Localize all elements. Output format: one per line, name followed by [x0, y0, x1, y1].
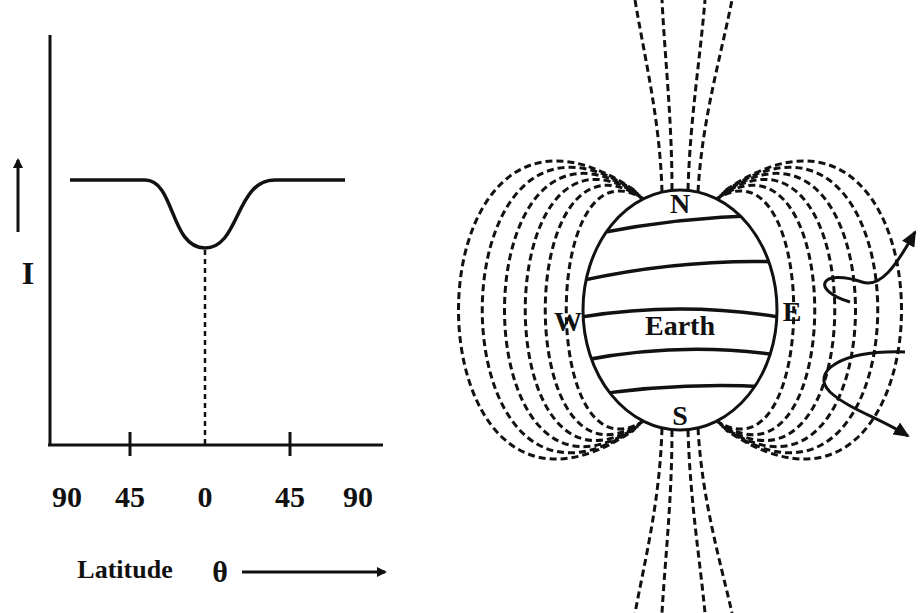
latitude-bands	[575, 215, 785, 398]
pole-label: S	[672, 402, 688, 430]
tick-label: 45	[275, 482, 305, 512]
axis-label: I	[22, 257, 34, 289]
tick-label: 90	[343, 482, 373, 512]
tick-label: 90	[52, 482, 82, 512]
intensity-curve	[70, 180, 345, 248]
tick-label: 0	[198, 482, 213, 512]
direction-label: E	[783, 298, 802, 326]
axis-symbol: θ	[212, 557, 228, 587]
body-name: Earth	[645, 312, 715, 340]
rotation-arrows	[824, 232, 915, 436]
axis-arrow	[17, 160, 20, 232]
pole-label: N	[670, 190, 690, 218]
graph-axes	[48, 35, 383, 456]
dotted-guide	[204, 250, 207, 445]
earth-node: N EarthS	[583, 190, 777, 430]
direction-label: W	[554, 308, 582, 336]
axis-arrow	[242, 571, 385, 574]
tick-label: 45	[115, 482, 145, 512]
axis-title: Latitude	[77, 557, 172, 583]
field-lines	[459, 0, 902, 613]
